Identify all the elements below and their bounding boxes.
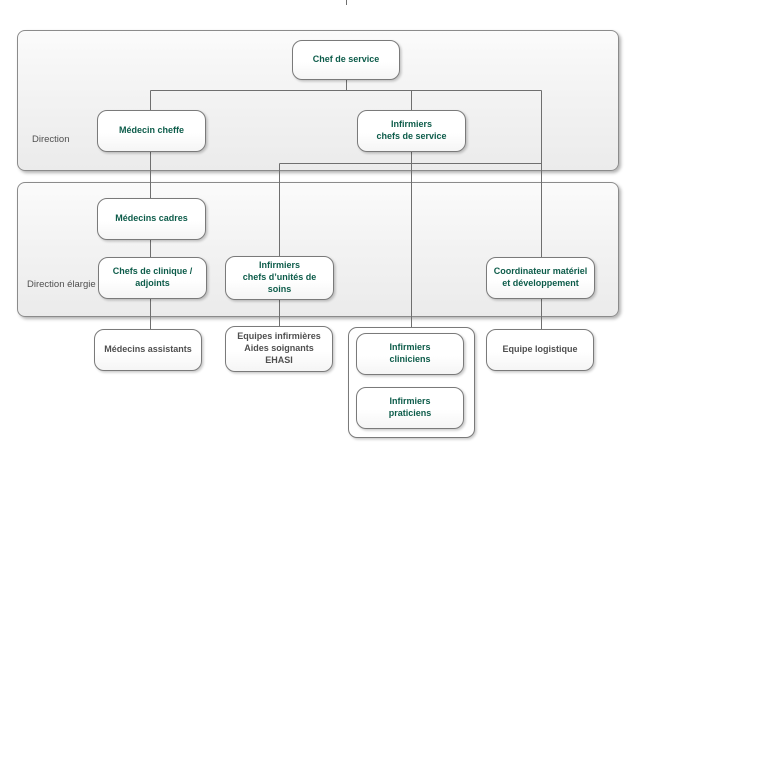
node-coordinateur-materiel: Coordinateur matériel et développement	[486, 257, 595, 299]
node-equipe-logistique: Equipe logistique	[486, 329, 594, 371]
node-medecins-assistants: Médecins assistants	[94, 329, 202, 371]
node-chef-de-service: Chef de service	[292, 40, 400, 80]
node-equipes-infirmieres: Equipes infirmières Aides soignants EHAS…	[225, 326, 333, 372]
node-medecins-cadres: Médecins cadres	[97, 198, 206, 240]
group-direction-elargie-label: Direction élargie	[27, 279, 96, 290]
node-infirmiers-chefs-unites: Infirmiers chefs d’unités de soins	[225, 256, 334, 300]
node-medecin-cheffe: Médecin cheffe	[97, 110, 206, 152]
node-infirmiers-chefs-de-service: Infirmiers chefs de service	[357, 110, 466, 152]
group-direction-label: Direction	[32, 134, 70, 145]
node-chefs-de-clinique: Chefs de clinique / adjoints	[98, 257, 207, 299]
node-infirmiers-cliniciens: Infirmiers cliniciens	[356, 333, 464, 375]
node-infirmiers-praticiens: Infirmiers praticiens	[356, 387, 464, 429]
